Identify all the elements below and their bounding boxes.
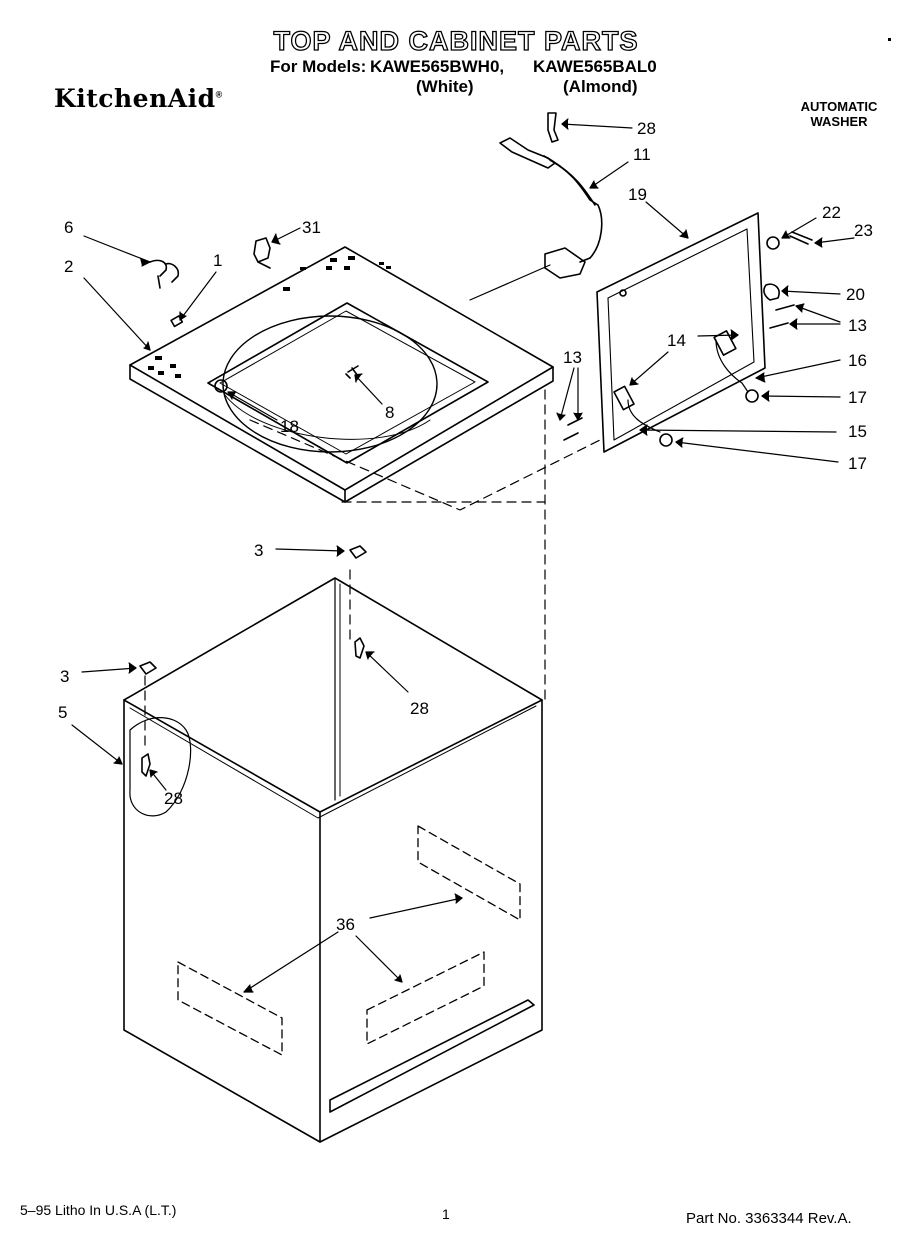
part-17-plug-lower — [659, 433, 673, 447]
corner-mark — [888, 38, 891, 41]
callout-2: 2 — [64, 257, 73, 276]
part-number: Part No. 3363344 Rev.A. — [686, 1210, 852, 1227]
callout-17-lower: 17 — [848, 454, 867, 473]
part-13-screws-left — [563, 417, 583, 441]
callout-19: 19 — [628, 185, 647, 204]
leader-lines — [71, 118, 855, 993]
model-1: KAWE565BWH0, — [370, 57, 505, 76]
product-type: AUTOMATIC WASHER — [780, 99, 898, 129]
callout-28-top: 28 — [637, 119, 656, 138]
callout-16: 16 — [848, 351, 867, 370]
callout-28-mid: 28 — [410, 699, 429, 718]
model-2: KAWE565BAL0 — [533, 57, 657, 76]
callout-labels: 1 2 6 31 8 18 28 11 19 22 23 20 13 16 17… — [58, 119, 873, 934]
print-info: 5–95 Litho In U.S.A (L.T.) — [20, 1202, 177, 1218]
part-23-screw — [789, 231, 813, 245]
part-31-bracket — [253, 237, 271, 269]
part-13-screws-right — [769, 304, 795, 329]
page-number: 1 — [442, 1206, 450, 1222]
callout-5: 5 — [58, 703, 67, 722]
callout-1: 1 — [213, 251, 222, 270]
top-holes — [148, 256, 391, 378]
part-6-clip — [149, 259, 180, 289]
part-20-knob — [763, 283, 780, 301]
models-line: For Models: — [270, 57, 366, 77]
registered-mark: ® — [215, 89, 223, 100]
part-28-screw-mid — [354, 637, 365, 659]
part-3-clip-upper — [349, 545, 367, 559]
callout-13-right: 13 — [848, 316, 867, 335]
callout-23: 23 — [854, 221, 873, 240]
callout-13-left: 13 — [563, 348, 582, 367]
brand-logo: KitchenAid® — [54, 84, 223, 113]
callout-3-lower: 3 — [60, 667, 69, 686]
model-1-color: (White) — [416, 77, 474, 96]
callout-18: 18 — [280, 417, 299, 436]
part-22-washer — [766, 236, 780, 250]
callout-31: 31 — [302, 218, 321, 237]
callout-28-low: 28 — [164, 789, 183, 808]
slots-dashed — [177, 825, 521, 1056]
product-type-line-2: WASHER — [810, 114, 868, 129]
page-title: TOP AND CABINET PARTS — [273, 25, 639, 56]
callout-8: 8 — [385, 403, 394, 422]
callout-3-upper: 3 — [254, 541, 263, 560]
model-2-color: (Almond) — [563, 77, 638, 96]
part-11-wire-harness — [499, 112, 603, 279]
callout-20: 20 — [846, 285, 865, 304]
harness-lead — [469, 264, 551, 301]
alignment-lines — [144, 389, 601, 751]
callout-36: 36 — [336, 915, 355, 934]
callout-6: 6 — [64, 218, 73, 237]
for-models-label: For Models: — [270, 57, 367, 76]
callout-17-upper: 17 — [848, 388, 867, 407]
product-type-line-1: AUTOMATIC — [800, 99, 878, 114]
brand-name: KitchenAid — [54, 84, 216, 113]
washer-top — [129, 246, 554, 503]
part-3-clip-lower — [139, 661, 157, 675]
callout-22: 22 — [822, 203, 841, 222]
part-28-screw-low — [141, 753, 151, 777]
callout-14: 14 — [667, 331, 686, 350]
part-5-cabinet — [123, 577, 543, 1143]
part-18-bumper — [214, 379, 228, 393]
callout-11: 11 — [633, 145, 651, 164]
part-17-plug-upper — [745, 389, 759, 403]
callout-15: 15 — [848, 422, 867, 441]
